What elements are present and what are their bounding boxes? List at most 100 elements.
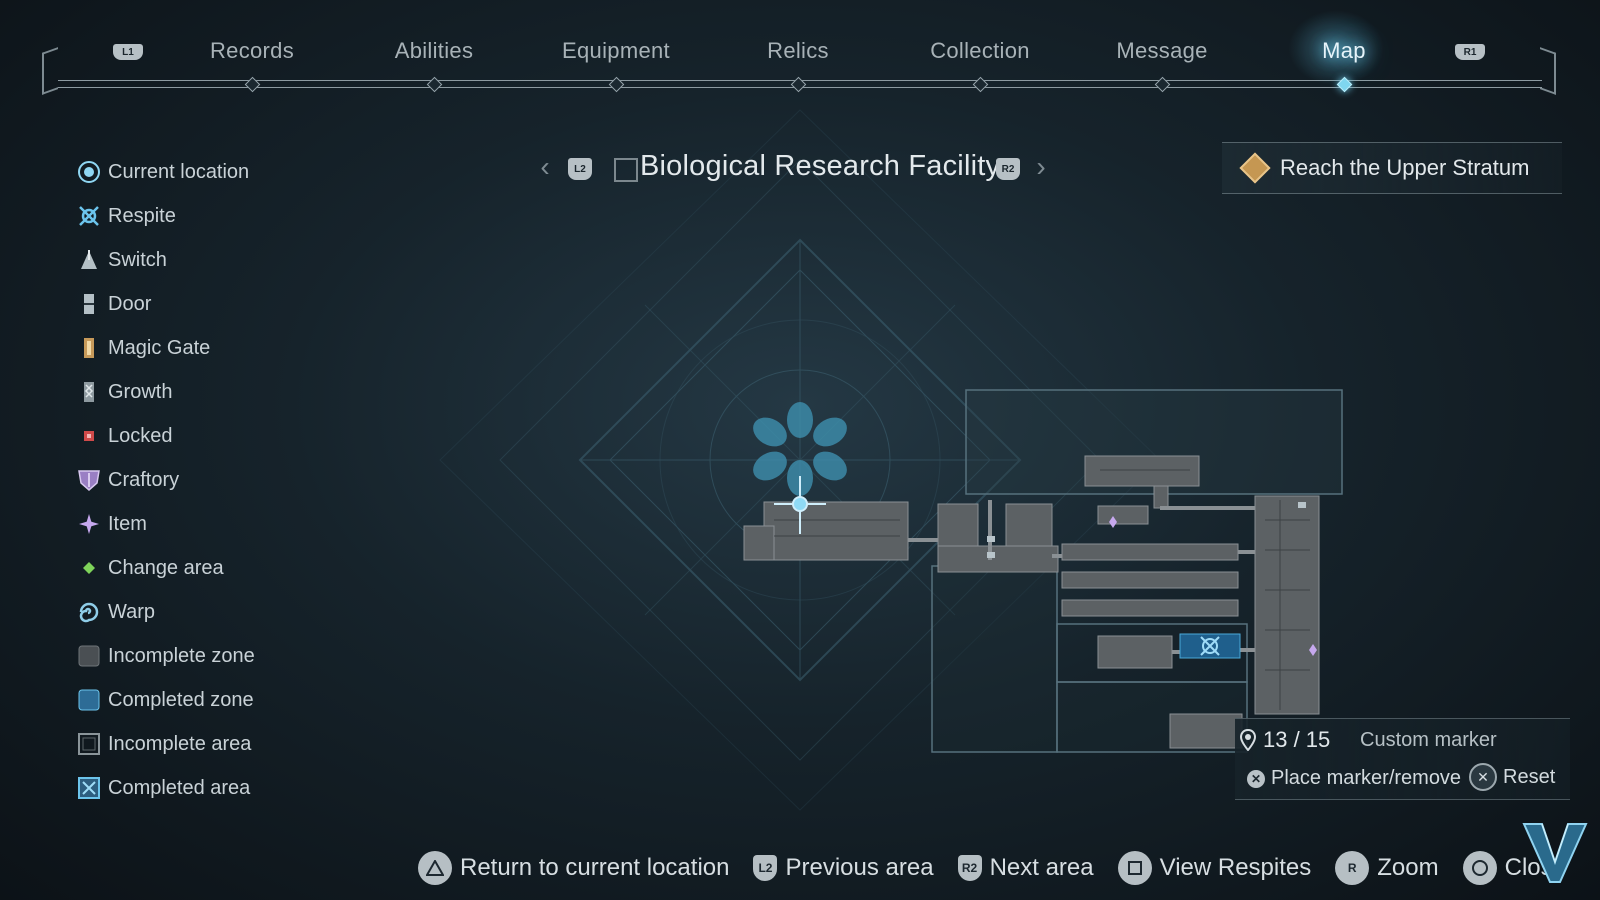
legend-label: Locked [108, 424, 173, 447]
legend-item: Switch [76, 244, 167, 276]
map-respite-icon [1200, 636, 1220, 656]
close-control[interactable]: Close [1462, 851, 1566, 885]
legend-label: Item [108, 512, 147, 535]
next-area-label: Next area [989, 854, 1094, 881]
return-label: Return to current location [460, 854, 730, 881]
legend-label: Door [108, 292, 152, 315]
tab-equipment[interactable]: Equipment [562, 38, 670, 63]
objective-panel: Reach the Upper Stratum [1222, 142, 1562, 194]
growth-icon [76, 379, 102, 405]
respite-icon [76, 203, 102, 229]
zoom-label: Zoom [1377, 854, 1439, 881]
area-next-arrow-icon[interactable]: › [1036, 151, 1046, 182]
current-location-icon [76, 159, 102, 185]
tab-bar: L1 R1 Records Abilities Equipment Relics… [0, 0, 1600, 110]
place-marker-action[interactable]: ✕ Place marker/remove [1247, 767, 1461, 790]
tab-abilities[interactable]: Abilities [394, 38, 474, 63]
legend-label: Magic Gate [108, 336, 211, 359]
game-logo-icon [1522, 823, 1588, 883]
l2-button-icon: L2 [753, 855, 778, 881]
area-prev-arrow-icon[interactable]: ‹ [540, 151, 550, 182]
tab-bracket-left [42, 47, 58, 95]
l1-button-badge[interactable]: L1 [113, 44, 143, 60]
legend-item: Magic Gate [76, 332, 210, 364]
area-title: Biological Research Facility [640, 150, 1001, 182]
tab-relics[interactable]: Relics [767, 38, 829, 63]
change-area-icon [76, 555, 102, 581]
marker-count: 13 / 15 [1263, 727, 1331, 752]
legend-item: Item [76, 508, 147, 540]
area-selector: ‹ L2 Biological Research Facility R2 › [530, 140, 1060, 200]
right-stick-icon: R [1335, 851, 1370, 885]
legend-item: Respite [76, 200, 176, 232]
objective-text: Reach the Upper Stratum [1280, 155, 1530, 180]
map-emblem [753, 402, 847, 496]
legend-label: Incomplete area [108, 732, 252, 755]
zoom-control[interactable]: R Zoom [1335, 851, 1439, 885]
incomplete-zone-icon [76, 643, 102, 669]
completed-area-icon [76, 775, 102, 801]
legend-item: Current location [76, 156, 249, 188]
legend-label: Craftory [108, 468, 180, 491]
magic-gate-icon [76, 335, 102, 361]
active-tab-glow [1288, 10, 1384, 86]
warp-icon [76, 599, 102, 625]
legend-item: Door [76, 288, 151, 320]
square-button-icon [1117, 851, 1152, 885]
view-respites-control[interactable]: View Respites [1117, 851, 1311, 885]
legend-label: Completed zone [108, 688, 254, 711]
area-completion-box-icon [614, 158, 638, 182]
item-icon [76, 511, 102, 537]
r2-button-badge[interactable]: R2 [996, 158, 1020, 180]
objective-diamond-icon [1239, 152, 1271, 184]
map-rooms [743, 455, 1320, 749]
craftory-icon [76, 467, 102, 493]
triangle-button-icon [418, 851, 452, 885]
map-pin-icon [1239, 729, 1257, 751]
legend-item: Growth [76, 376, 172, 408]
legend-item: Change area [76, 552, 224, 584]
circle-button-icon [1462, 851, 1497, 885]
custom-marker-panel: 13 / 15 Custom marker ✕ Place marker/rem… [1235, 718, 1570, 800]
door-icon [76, 291, 102, 317]
reset-marker-action[interactable]: ✕ Reset [1469, 763, 1555, 791]
legend-label: Switch [108, 248, 167, 271]
return-control[interactable]: Return to current location [418, 851, 729, 885]
legend-item: Warp [76, 596, 155, 628]
r1-button-badge[interactable]: R1 [1455, 44, 1485, 60]
map-item-icon [1109, 516, 1317, 656]
previous-area-control[interactable]: L2 Previous area [753, 854, 934, 882]
tab-map[interactable]: Map [1322, 38, 1366, 63]
cross-button-icon: ✕ [1247, 769, 1265, 788]
completed-zone-icon [76, 687, 102, 713]
legend-item: Locked [76, 420, 173, 452]
legend-item: Completed zone [76, 684, 254, 716]
tab-message[interactable]: Message [1116, 38, 1208, 63]
map-zones [931, 389, 1343, 753]
legend-label: Respite [108, 204, 176, 227]
previous-area-label: Previous area [785, 854, 934, 881]
next-area-control[interactable]: R2 Next area [957, 854, 1094, 882]
r3-button-icon: ✕ [1469, 763, 1497, 791]
tab-bracket-right [1540, 47, 1556, 95]
legend-label: Incomplete zone [108, 644, 255, 667]
incomplete-area-icon [76, 731, 102, 757]
l2-button-badge[interactable]: L2 [568, 158, 592, 180]
legend-label: Completed area [108, 776, 251, 799]
tab-records[interactable]: Records [209, 38, 295, 63]
map-current-location [774, 476, 826, 534]
legend-label: Growth [108, 380, 173, 403]
legend-item: Incomplete area [76, 728, 251, 760]
legend-label: Current location [108, 160, 250, 183]
r2-button-icon: R2 [957, 855, 982, 881]
legend-item: Incomplete zone [76, 640, 255, 672]
reset-label: Reset [1503, 765, 1556, 788]
control-hints: Return to current location L2 Previous a… [418, 848, 1590, 888]
map-door-icon [987, 502, 1306, 558]
legend-item: Craftory [76, 464, 179, 496]
legend-label: Change area [108, 556, 224, 579]
switch-icon [76, 247, 102, 273]
tab-collection[interactable]: Collection [930, 38, 1030, 63]
locked-icon [76, 423, 102, 449]
